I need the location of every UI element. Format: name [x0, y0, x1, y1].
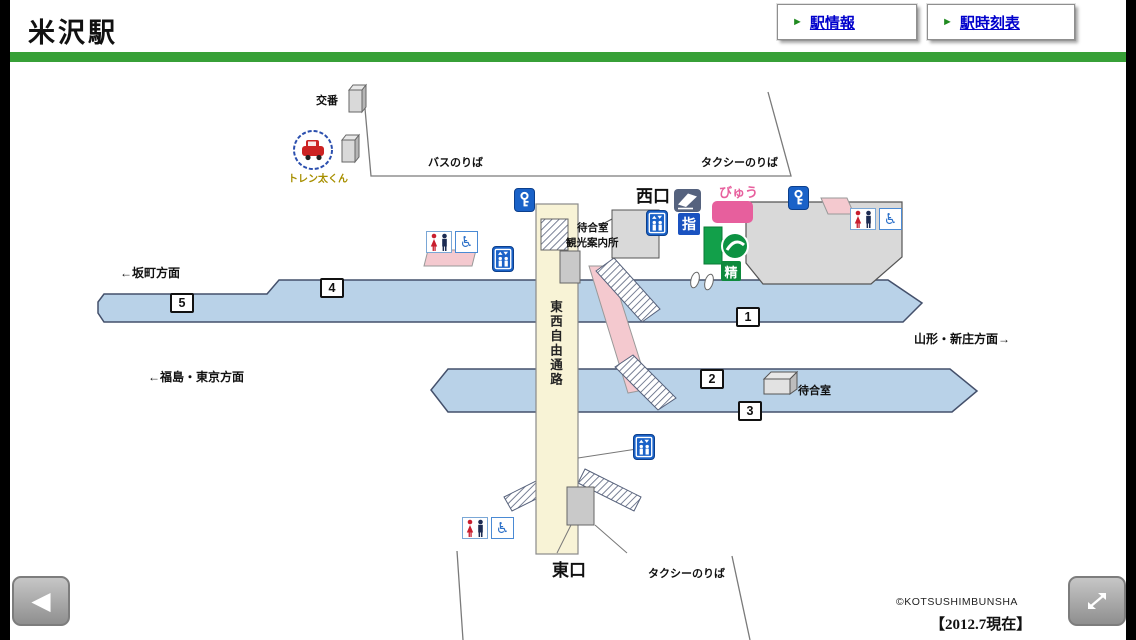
restroom-west-icon [426, 231, 452, 253]
left-black-edge [0, 0, 10, 640]
south-landing [566, 486, 595, 526]
bridge-landing [559, 250, 581, 284]
station-info-label: 駅情報 [809, 14, 855, 32]
waiting-room-label: 待合室 [577, 222, 609, 234]
taxi-stand-east-label: タクシーのりば [648, 568, 725, 580]
fare-adjustment-glyph: 精 [724, 264, 738, 280]
torenta-kun-label: トレン太くん [288, 174, 348, 185]
coin-locker-east-icon [788, 186, 809, 210]
passage-top-stairs [540, 218, 569, 251]
direction-fukushima-tokyo-label: ←福島・東京方面 [148, 370, 245, 384]
stairs-to-platform23 [614, 354, 677, 411]
platform-3-badge: 3 [738, 401, 762, 421]
view-plaza-logo: びゅう [719, 185, 759, 200]
torenta-kun-logo-icon [293, 130, 333, 170]
elevator-west-icon [492, 246, 514, 272]
midori-counter-shape [703, 226, 723, 265]
platform-4-5-shape [97, 279, 924, 323]
east-plaza-outline [456, 550, 751, 640]
back-arrow-icon: ◀ [31, 586, 51, 615]
expand-icon [1084, 589, 1110, 613]
station-timetable-button[interactable]: ► 駅時刻表 [927, 4, 1075, 40]
back-button[interactable]: ◀ [12, 576, 70, 626]
waiting-room-building-icon [762, 370, 799, 395]
elevator-concourse-icon [646, 210, 668, 236]
restroom-south-icon [462, 517, 488, 539]
platform-5-badge: 5 [170, 293, 194, 313]
wheelchair-south-icon: ♿ [491, 517, 514, 539]
coin-locker-west-icon [514, 188, 535, 212]
view-plaza-counter-shape [712, 201, 753, 223]
wheelchair-glyph: ♿ [459, 233, 474, 251]
as-of-date-label: 【2012.7現在】 [930, 617, 1032, 633]
wheelchair-glyph: ♿ [883, 210, 898, 228]
nav-bullet-icon: ► [792, 15, 803, 28]
station-timetable-label: 駅時刻表 [959, 14, 1020, 32]
midori-logo-icon [721, 232, 749, 260]
south-stairs-right [577, 468, 642, 512]
fare-adjustment-icon: 精 [721, 261, 741, 281]
shinkansen-icon [674, 189, 701, 212]
taxi-stand-west-label: タクシーのりば [701, 157, 778, 169]
koban-building-icon [347, 83, 368, 114]
wheelchair-east-icon: ♿ [879, 208, 902, 230]
tourist-info-label: 観光案内所 [566, 237, 619, 249]
nav-bullet-icon: ► [942, 15, 953, 28]
station-info-button[interactable]: ► 駅情報 [777, 4, 917, 40]
wheelchair-glyph: ♿ [495, 519, 510, 537]
direction-sakamachi-label: ←坂町方面 [120, 266, 181, 280]
ticket-gate-icon [704, 273, 714, 291]
wheelchair-west-icon: ♿ [455, 231, 478, 253]
right-black-edge [1126, 0, 1136, 640]
header-divider-bar [10, 52, 1126, 62]
east-exit-label: 東口 [552, 561, 586, 580]
reserved-seat-ticket-icon: 指 [678, 213, 700, 235]
page-title: 米沢駅 [28, 18, 118, 48]
direction-yamagata-shinjo-label: 山形・新庄方面→ [914, 332, 1011, 346]
west-exit-label: 西口 [636, 187, 670, 206]
restroom-east-icon [850, 208, 876, 230]
stairs-to-platform1 [595, 257, 661, 323]
reserved-seat-glyph: 指 [682, 216, 696, 232]
platform-4-badge: 4 [320, 278, 344, 298]
koban-label: 交番 [316, 95, 338, 107]
ticket-gate-icon [690, 271, 700, 289]
bus-stop-label: バスのりば [428, 157, 483, 169]
rental-office-building-icon [340, 133, 361, 164]
platform-2-badge: 2 [700, 369, 724, 389]
platform-1-badge: 1 [736, 307, 760, 327]
west-plaza-outline [362, 85, 792, 177]
elevator-south-icon [633, 434, 655, 460]
copyright-label: ©KOTSUSHIMBUNSHA [896, 596, 1018, 608]
east-west-passage-label: 東西自由通路 [548, 300, 562, 387]
waiting-room2-label: 待合室 [798, 385, 831, 397]
fullscreen-toggle-button[interactable] [1068, 576, 1126, 626]
